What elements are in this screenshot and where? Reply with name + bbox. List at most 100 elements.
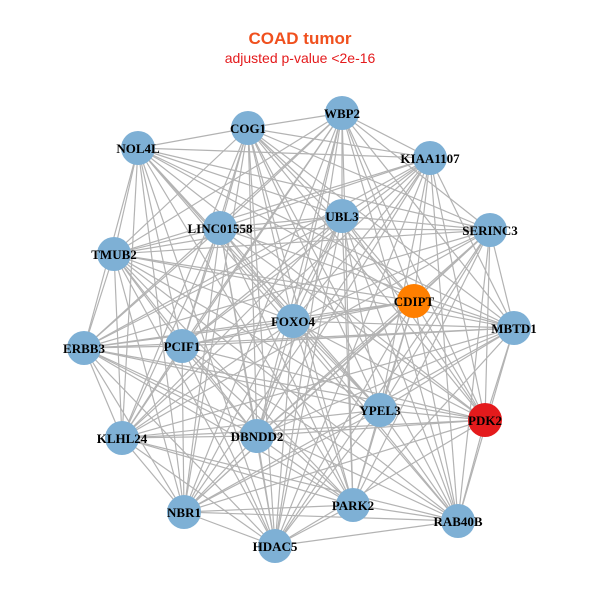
edge-NOL4L-PDK2	[137, 147, 486, 421]
edge-FOXO4-YPEL3	[292, 320, 381, 411]
node-label: KIAA1107	[400, 151, 460, 166]
edge-WBP2-PDK2	[341, 112, 486, 421]
edge-YPEL3-HDAC5	[274, 409, 381, 547]
node-circle[interactable]	[97, 237, 131, 271]
node-circle[interactable]	[325, 199, 359, 233]
edge-UBL3-HDAC5	[274, 215, 343, 547]
node-label: DBNDD2	[231, 429, 284, 444]
edge-UBL3-SERINC3	[341, 215, 491, 231]
node-TMUB2[interactable]: TMUB2	[91, 237, 137, 271]
node-MBTD1[interactable]: MBTD1	[491, 311, 537, 345]
node-CDIPT[interactable]: CDIPT	[394, 284, 435, 318]
node-FOXO4[interactable]: FOXO4	[271, 304, 316, 338]
node-label: PCIF1	[164, 339, 201, 354]
node-PARK2[interactable]: PARK2	[332, 488, 374, 522]
edge-KIAA1107-YPEL3	[379, 157, 431, 411]
edge-COG1-NOL4L	[137, 127, 249, 149]
node-label: TMUB2	[91, 247, 137, 262]
node-circle[interactable]	[276, 304, 310, 338]
edge-MBTD1-PCIF1	[181, 327, 515, 347]
edge-NOL4L-CDIPT	[137, 147, 415, 302]
node-YPEL3[interactable]: YPEL3	[359, 393, 401, 427]
node-KIAA1107[interactable]: KIAA1107	[400, 141, 460, 175]
node-circle[interactable]	[203, 211, 237, 245]
edge-PDK2-KLHL24	[121, 419, 486, 439]
edge-PDK2-RAB40B	[457, 419, 486, 522]
node-label: FOXO4	[271, 314, 316, 329]
node-LINC01558[interactable]: LINC01558	[187, 211, 253, 245]
node-label: RAB40B	[433, 514, 482, 529]
edge-COG1-TMUB2	[113, 127, 249, 255]
edge-PCIF1-NBR1	[181, 345, 185, 513]
node-circle[interactable]	[105, 421, 139, 455]
node-label: CDIPT	[394, 294, 435, 309]
edge-SERINC3-DBNDD2	[256, 229, 491, 437]
edge-KLHL24-PARK2	[121, 437, 354, 506]
node-circle[interactable]	[231, 111, 265, 145]
edge-PCIF1-KLHL24	[121, 345, 183, 439]
edge-NOL4L-SERINC3	[137, 147, 491, 231]
edge-WBP2-PARK2	[341, 112, 354, 506]
node-PDK2[interactable]: PDK2	[468, 403, 502, 437]
edge-CDIPT-NBR1	[183, 300, 415, 513]
edge-UBL3-FOXO4	[292, 215, 343, 322]
node-circle[interactable]	[441, 504, 475, 538]
node-circle[interactable]	[497, 311, 531, 345]
edge-PCIF1-HDAC5	[181, 345, 276, 547]
edge-MBTD1-DBNDD2	[256, 327, 515, 437]
edge-ERBB3-DBNDD2	[83, 347, 258, 437]
node-circle[interactable]	[363, 393, 397, 427]
node-circle[interactable]	[240, 419, 274, 453]
node-circle[interactable]	[67, 331, 101, 365]
node-label: KLHL24	[97, 431, 148, 446]
node-label: PDK2	[468, 413, 502, 428]
node-circle[interactable]	[397, 284, 431, 318]
node-HDAC5[interactable]: HDAC5	[253, 529, 298, 563]
edge-WBP2-TMUB2	[113, 112, 343, 255]
edge-NOL4L-YPEL3	[137, 147, 381, 411]
node-circle[interactable]	[167, 495, 201, 529]
edge-MBTD1-PARK2	[352, 327, 515, 506]
node-ERBB3[interactable]: ERBB3	[63, 331, 105, 365]
node-NOL4L[interactable]: NOL4L	[116, 131, 160, 165]
edge-ERBB3-YPEL3	[83, 347, 381, 411]
edge-TMUB2-FOXO4	[113, 253, 294, 322]
edge-KIAA1107-LINC01558	[219, 157, 431, 229]
node-NBR1[interactable]: NBR1	[167, 495, 201, 529]
chart-title: COAD tumor	[248, 29, 352, 48]
edge-TMUB2-MBTD1	[113, 253, 515, 329]
edge-CDIPT-PDK2	[413, 300, 486, 421]
node-label: LINC01558	[187, 221, 253, 236]
node-circle[interactable]	[121, 131, 155, 165]
edge-NBR1-RAB40B	[183, 511, 459, 522]
edge-UBL3-ERBB3	[83, 215, 343, 349]
node-WBP2[interactable]: WBP2	[324, 96, 360, 130]
node-PCIF1[interactable]: PCIF1	[164, 329, 201, 363]
edge-DBNDD2-NBR1	[183, 435, 258, 513]
node-SERINC3[interactable]: SERINC3	[462, 213, 518, 247]
node-RAB40B[interactable]: RAB40B	[433, 504, 483, 538]
edge-ERBB3-PARK2	[83, 347, 354, 506]
node-DBNDD2[interactable]: DBNDD2	[231, 419, 284, 453]
edge-KLHL24-RAB40B	[121, 437, 459, 522]
node-circle[interactable]	[473, 213, 507, 247]
edge-MBTD1-NBR1	[183, 327, 515, 513]
node-circle[interactable]	[413, 141, 447, 175]
node-COG1[interactable]: COG1	[230, 111, 266, 145]
node-UBL3[interactable]: UBL3	[325, 199, 359, 233]
edge-LINC01558-UBL3	[219, 215, 343, 229]
edge-YPEL3-PDK2	[379, 409, 486, 421]
edge-NOL4L-KIAA1107	[137, 147, 431, 159]
edge-WBP2-CDIPT	[341, 112, 415, 302]
node-circle[interactable]	[165, 329, 199, 363]
edge-DBNDD2-KLHL24	[121, 435, 258, 439]
node-circle[interactable]	[468, 403, 502, 437]
node-circle[interactable]	[258, 529, 292, 563]
edge-RAB40B-HDAC5	[274, 520, 459, 547]
node-label: HDAC5	[253, 539, 298, 554]
edge-SERINC3-YPEL3	[379, 229, 491, 411]
node-circle[interactable]	[336, 488, 370, 522]
node-circle[interactable]	[325, 96, 359, 130]
node-KLHL24[interactable]: KLHL24	[97, 421, 148, 455]
